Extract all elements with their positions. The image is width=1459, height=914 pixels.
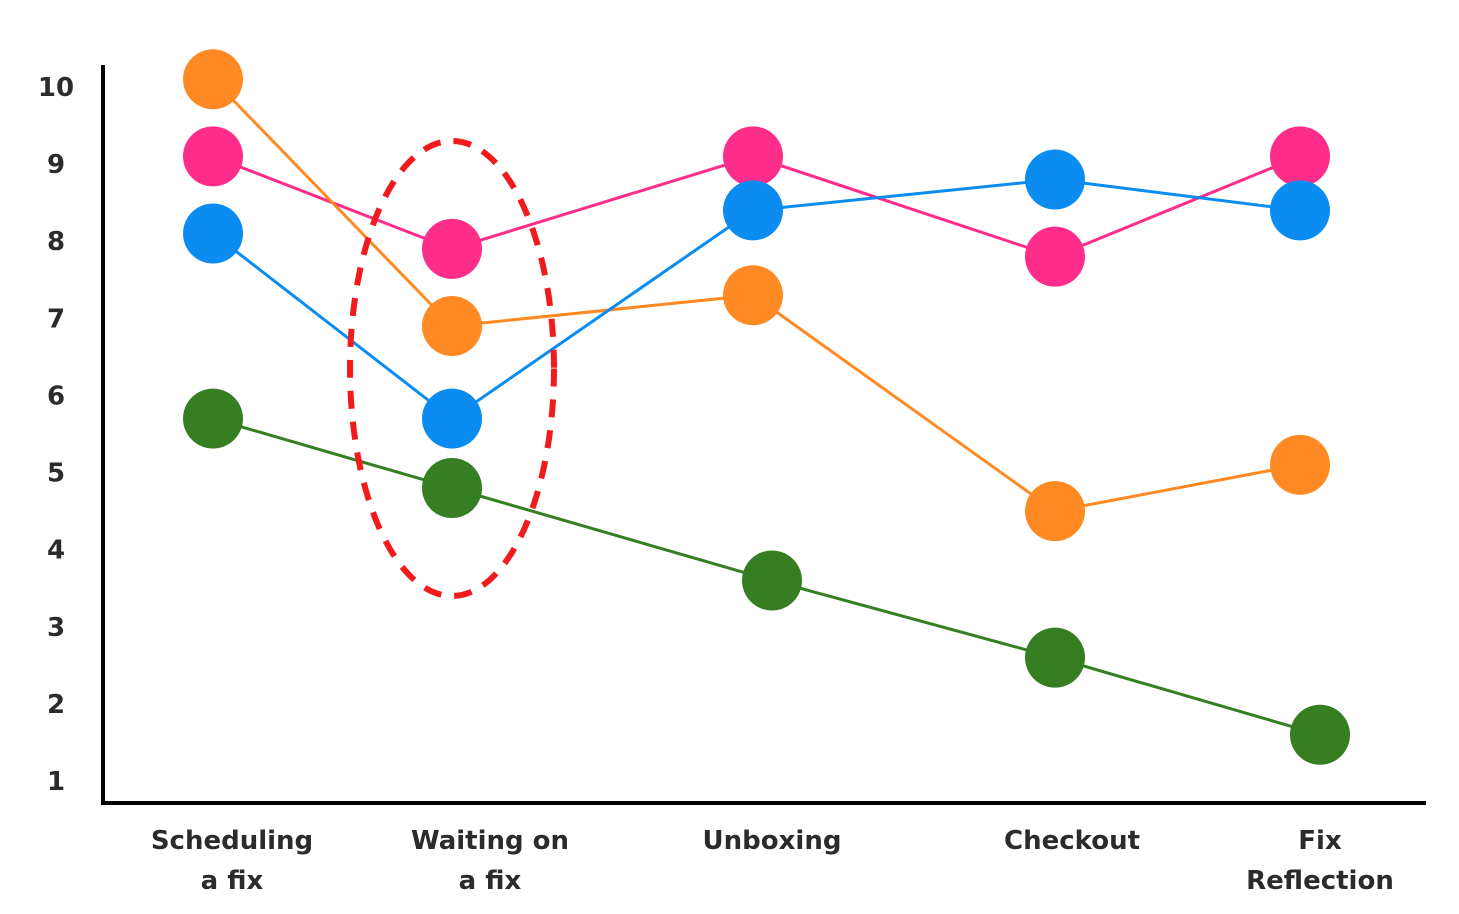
y-tick-label: 7 [47, 304, 65, 334]
chart-axes [101, 65, 1426, 805]
data-point [422, 218, 482, 279]
y-tick-label: 5 [47, 459, 65, 489]
data-point [1270, 180, 1330, 241]
data-point [1270, 434, 1330, 495]
data-point [422, 457, 482, 518]
y-tick-label: 8 [47, 227, 65, 257]
series-points [183, 49, 1350, 765]
x-category-label: Checkout [1004, 826, 1140, 856]
data-point [422, 388, 482, 449]
data-point [183, 388, 243, 449]
data-point [742, 550, 802, 611]
y-tick-label: 1 [47, 767, 65, 797]
data-point [1290, 704, 1350, 765]
data-point [723, 265, 783, 326]
y-tick-label: 9 [47, 150, 65, 180]
chart-series [183, 49, 1350, 765]
x-category-label: Unboxing [703, 826, 842, 856]
data-point [183, 49, 243, 110]
y-tick-label: 2 [47, 690, 65, 720]
data-point [1270, 126, 1330, 187]
data-point [183, 126, 243, 187]
data-point [1025, 226, 1085, 287]
data-point [183, 203, 243, 264]
data-point [422, 296, 482, 357]
y-tick-labels: 1 2 3 4 5 6 7 8 9 10 [38, 73, 74, 797]
y-tick-label: 6 [47, 381, 65, 411]
highlight-ellipse [347, 137, 557, 599]
data-point [1025, 149, 1085, 210]
y-tick-label: 10 [38, 73, 74, 103]
annotation-layer [347, 137, 557, 599]
y-tick-label: 4 [47, 536, 65, 566]
data-point [723, 180, 783, 241]
data-point [1025, 481, 1085, 542]
y-tick-label: 3 [47, 613, 65, 643]
data-point [723, 126, 783, 187]
data-point [1025, 627, 1085, 688]
